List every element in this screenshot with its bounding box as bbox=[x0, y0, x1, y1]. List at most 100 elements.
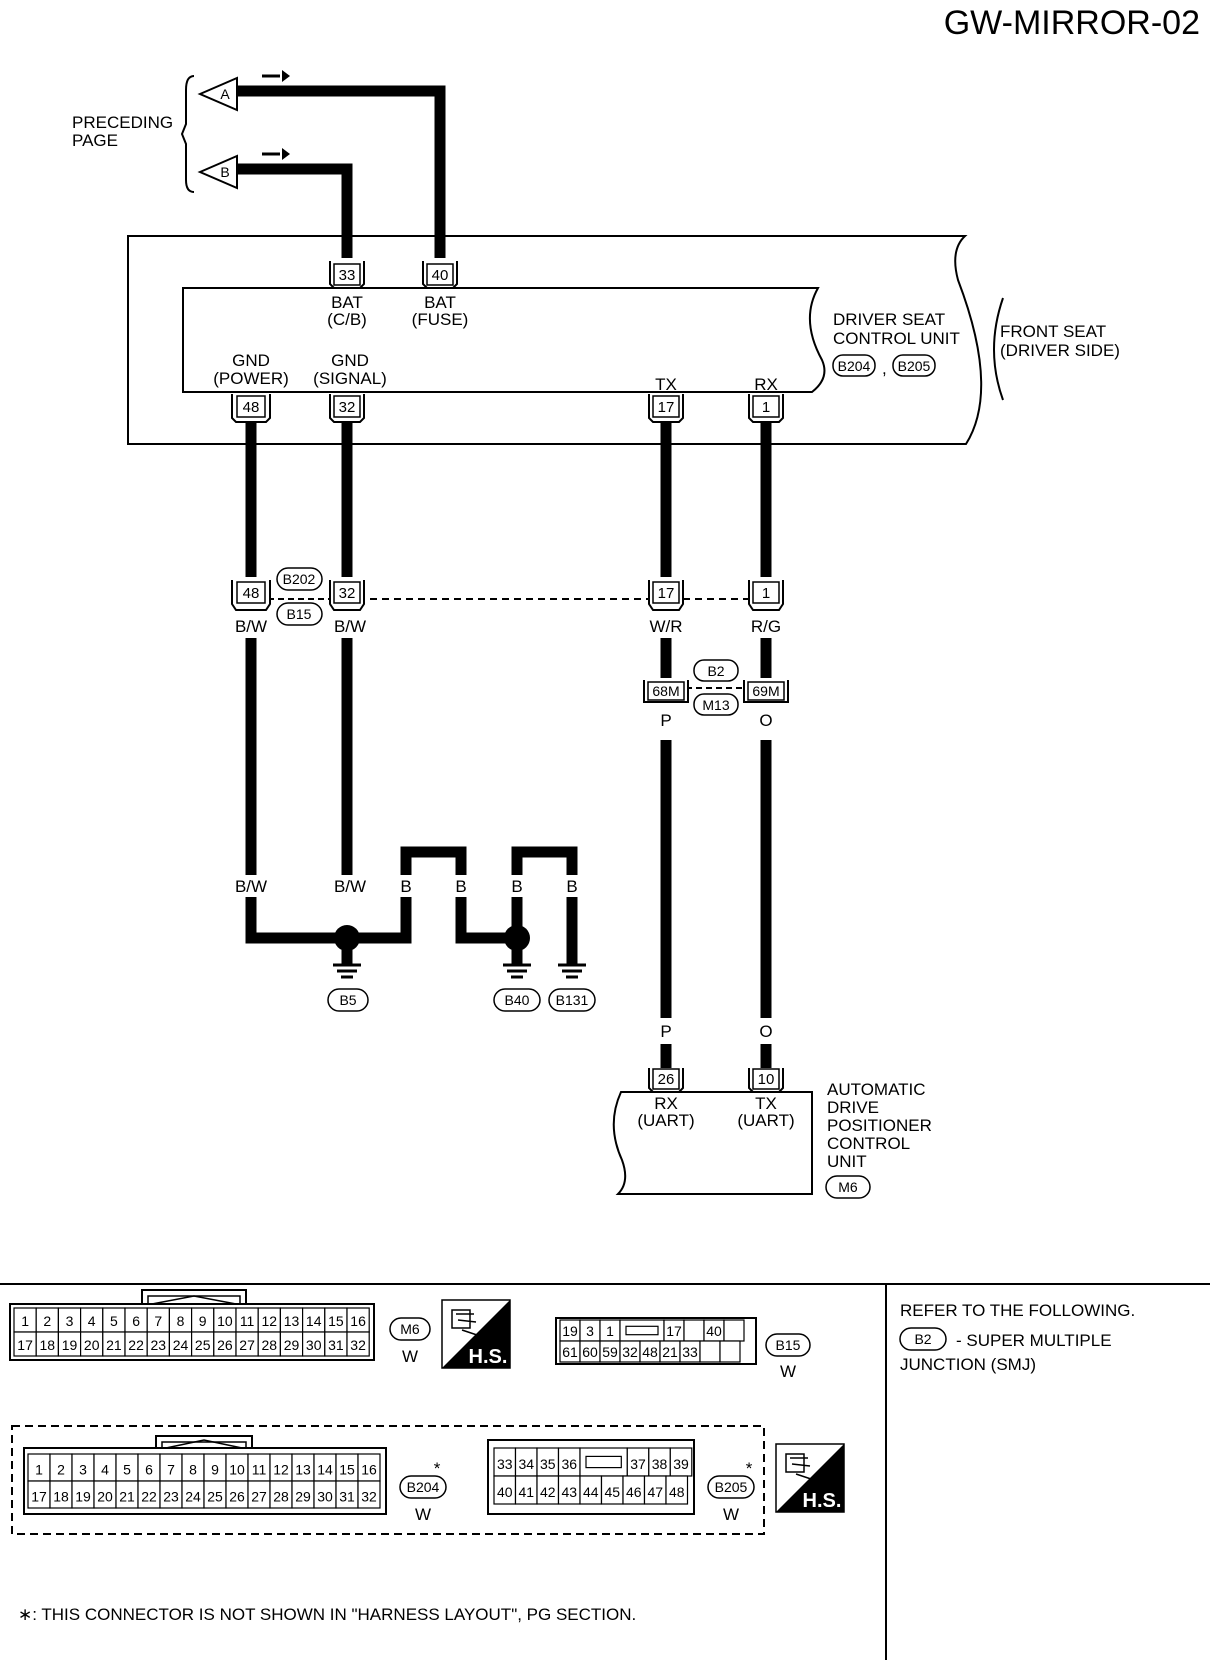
adp-rx-label-1: RX bbox=[654, 1094, 678, 1113]
m6-pin-label: 6 bbox=[132, 1313, 140, 1329]
m6-pin-label: 1 bbox=[21, 1313, 29, 1329]
m6-pin-label: 22 bbox=[128, 1337, 144, 1353]
unit-labels: BAT (C/B) BAT (FUSE) GND (POWER) GND (SI… bbox=[213, 293, 778, 394]
unit-pins: 33 40 48 32 17 1 bbox=[231, 261, 784, 423]
m6-pin-label: 10 bbox=[217, 1313, 233, 1329]
b204-pin-label: 2 bbox=[57, 1461, 65, 1477]
main-wires bbox=[245, 422, 772, 1018]
pin-17: 17 bbox=[658, 399, 675, 416]
bat-cb-label-1: BAT bbox=[331, 293, 363, 312]
preceding-label-1: PRECEDING bbox=[72, 113, 173, 132]
m6-pin-label: 28 bbox=[262, 1337, 278, 1353]
b204-pin-label: 9 bbox=[211, 1461, 219, 1477]
pin-32: 32 bbox=[339, 399, 356, 416]
m6-pin-label: 12 bbox=[262, 1313, 278, 1329]
m6-pin-label: 25 bbox=[195, 1337, 211, 1353]
adp-name-1: AUTOMATIC bbox=[827, 1080, 926, 1099]
wire-o-2: O bbox=[759, 1022, 772, 1041]
adp-tx-label-1: TX bbox=[755, 1094, 777, 1113]
b205-pin-label: 39 bbox=[673, 1456, 689, 1472]
ground-b131: B131 bbox=[556, 992, 589, 1008]
b15-pin-label: 48 bbox=[642, 1344, 658, 1360]
adp-name-3: POSITIONER bbox=[827, 1116, 932, 1135]
m6-pin-label: 18 bbox=[40, 1337, 56, 1353]
b204-pin-label: 20 bbox=[97, 1488, 113, 1504]
bat-fuse-label-2: (FUSE) bbox=[412, 310, 469, 329]
m6-pin-label: 11 bbox=[240, 1313, 255, 1329]
wire-wr: W/R bbox=[649, 617, 682, 636]
dashed-connector-group bbox=[11, 1425, 765, 1535]
b15-pin-label: 1 bbox=[606, 1323, 614, 1339]
b204-pin-label: 28 bbox=[273, 1488, 289, 1504]
wire-o-1: O bbox=[759, 711, 772, 730]
b204-pin-label: 26 bbox=[229, 1488, 245, 1504]
m6-pin-label: 15 bbox=[328, 1313, 344, 1329]
b205-pin-label: 33 bbox=[497, 1456, 513, 1472]
b204-pin-label: 24 bbox=[185, 1488, 201, 1504]
b204-pin-label: 10 bbox=[229, 1461, 245, 1477]
gnd-signal-label-1: GND bbox=[331, 351, 369, 370]
m6-id: M6 bbox=[400, 1321, 420, 1337]
driver-seat-control-unit-box bbox=[182, 287, 826, 393]
b15-pin-label: 3 bbox=[586, 1323, 594, 1339]
b204-id: B204 bbox=[407, 1479, 440, 1495]
m6-pin-label: 7 bbox=[154, 1313, 162, 1329]
b204-pin-label: 18 bbox=[53, 1488, 69, 1504]
m6-pin-label: 30 bbox=[306, 1337, 322, 1353]
refer-conn-b2: B2 bbox=[914, 1331, 931, 1347]
refer-line-3: JUNCTION (SMJ) bbox=[900, 1355, 1036, 1374]
b15-pin-label: 59 bbox=[602, 1344, 618, 1360]
b204-pin-label: 4 bbox=[101, 1461, 109, 1477]
b204-pin-label: 32 bbox=[361, 1488, 377, 1504]
wire-p-1: P bbox=[660, 711, 671, 730]
j1-pin-1: 1 bbox=[762, 585, 770, 602]
b15-pin-label: 17 bbox=[666, 1323, 682, 1339]
wire-bw-3: B/W bbox=[235, 877, 267, 896]
b205-pin-label: 46 bbox=[626, 1484, 642, 1500]
b204-pin-label: 21 bbox=[119, 1488, 135, 1504]
pin-33: 33 bbox=[339, 267, 356, 284]
b204-pin-label: 13 bbox=[295, 1461, 311, 1477]
b15-pin-label: 61 bbox=[562, 1344, 578, 1360]
m6-color: W bbox=[402, 1347, 418, 1366]
pin-1: 1 bbox=[762, 399, 770, 416]
b15-slot bbox=[625, 1325, 659, 1336]
b204-pin-label: 31 bbox=[339, 1488, 355, 1504]
b204-cell bbox=[357, 1480, 381, 1509]
adp-pin-26: 26 bbox=[658, 1071, 675, 1088]
footnote: ∗: THIS CONNECTOR IS NOT SHOWN IN "HARNE… bbox=[18, 1605, 636, 1624]
m6-pin-label: 13 bbox=[284, 1313, 300, 1329]
arrow-a-label: A bbox=[220, 86, 230, 102]
hs-label-1: H.S. bbox=[469, 1346, 508, 1368]
b205-pin-label: 47 bbox=[647, 1484, 663, 1500]
m6-pin-label: 3 bbox=[66, 1313, 74, 1329]
wire-b-3: B bbox=[511, 877, 522, 896]
m6-pin-label: 19 bbox=[62, 1337, 78, 1353]
b15-pin-label: 19 bbox=[562, 1323, 578, 1339]
m6-pin-label: 26 bbox=[217, 1337, 233, 1353]
refer-line-2: - SUPER MULTIPLE bbox=[956, 1331, 1112, 1350]
wire-rg: R/G bbox=[751, 617, 781, 636]
b15-cell bbox=[723, 1319, 745, 1342]
adp-rx-label-2: (UART) bbox=[637, 1111, 694, 1130]
preceding-label-2: PAGE bbox=[72, 131, 118, 150]
unit-name-1: DRIVER SEAT bbox=[833, 310, 945, 329]
m6-pin-label: 31 bbox=[328, 1337, 344, 1353]
b204-pin-label: 25 bbox=[207, 1488, 223, 1504]
b205-star: * bbox=[746, 1459, 753, 1478]
j1-pin-48: 48 bbox=[243, 585, 260, 602]
ground-wire-labels: B/W B/W B B B B bbox=[228, 875, 584, 897]
junction-1: 48 32 17 1 B202 B15 bbox=[230, 567, 787, 636]
conn-b205-label: B205 bbox=[898, 358, 931, 374]
b15-cell bbox=[719, 1340, 741, 1363]
b15-pin-label: 60 bbox=[582, 1344, 598, 1360]
gnd-power-label-1: GND bbox=[232, 351, 270, 370]
b204-pin-label: 29 bbox=[295, 1488, 311, 1504]
m6-pin-label: 8 bbox=[177, 1313, 185, 1329]
b205-pin-label: 34 bbox=[518, 1456, 534, 1472]
arrow-b-label: B bbox=[220, 164, 229, 180]
bat-fuse-label-1: BAT bbox=[424, 293, 456, 312]
m6-pin-label: 21 bbox=[106, 1337, 122, 1353]
refer-section: REFER TO THE FOLLOWING. B2 - SUPER MULTI… bbox=[899, 1301, 1135, 1374]
b204-pin-label: 6 bbox=[145, 1461, 153, 1477]
